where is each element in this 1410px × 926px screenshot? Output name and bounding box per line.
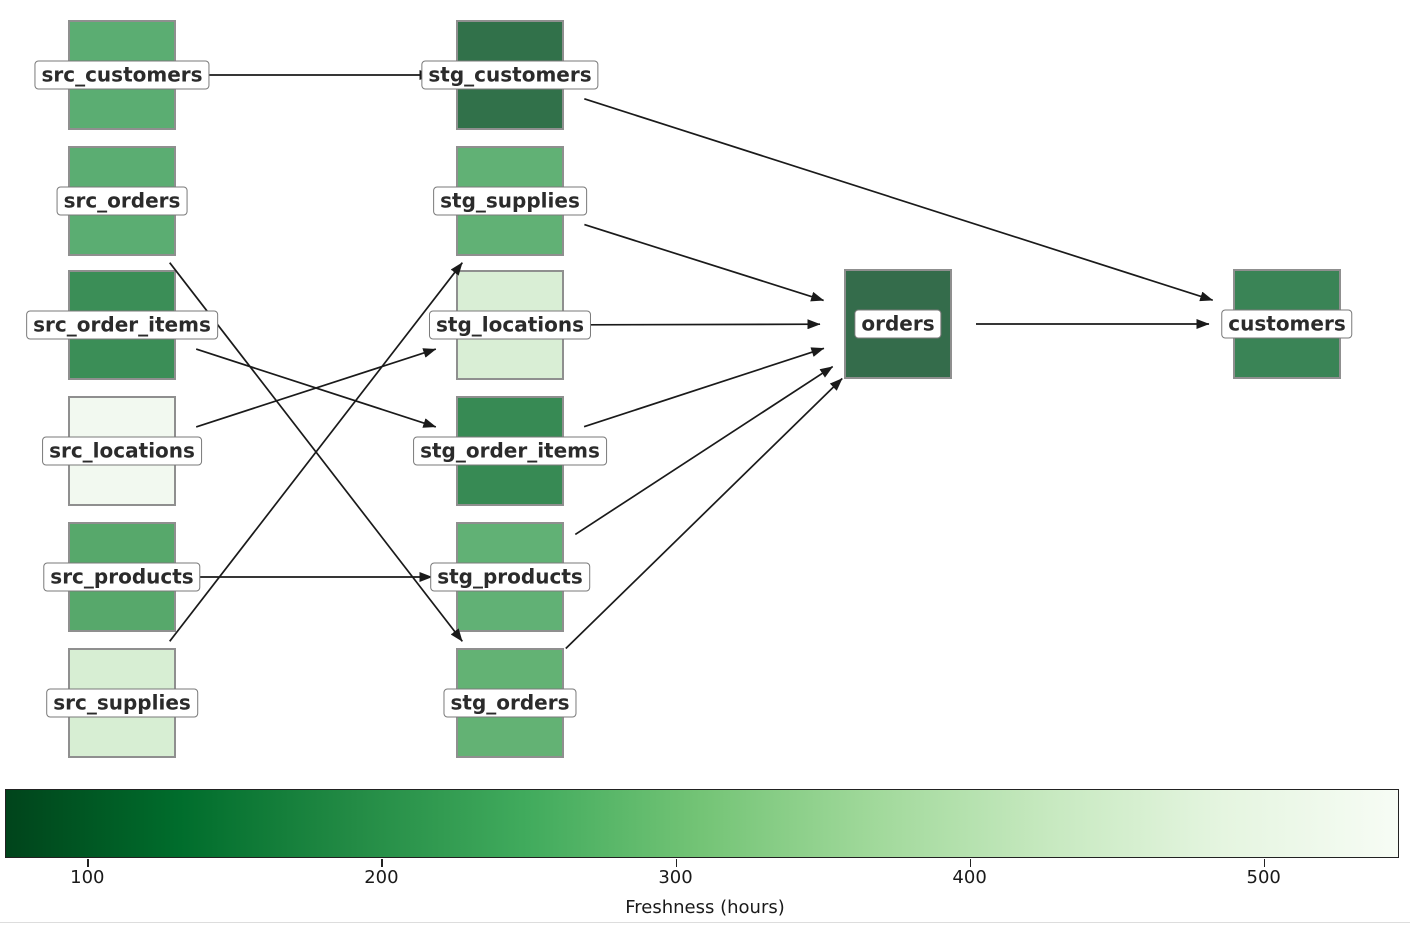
colorbar-tick-300 — [675, 859, 678, 867]
figure-bottom-divider — [0, 922, 1410, 923]
edge-stg_products-orders — [574, 365, 834, 536]
node-label-stg_customers: stg_customers — [421, 60, 599, 90]
node-label-src_customers: src_customers — [34, 60, 210, 90]
node-label-src_locations: src_locations — [42, 436, 202, 466]
node-label-stg_products: stg_products — [430, 562, 590, 592]
node-label-stg_supplies: stg_supplies — [433, 186, 587, 216]
edge-stg_customers-customers — [584, 97, 1214, 302]
node-label-src_orders: src_orders — [56, 186, 188, 216]
edge-stg_orders-orders — [565, 377, 843, 650]
edge-src_supplies-stg_supplies — [169, 262, 463, 642]
colorbar-gradient — [5, 789, 1399, 858]
edge-stg_locations-orders — [587, 319, 821, 330]
colorbar-tick-100 — [87, 859, 89, 867]
colorbar-axis-label: Freshness (hours) — [625, 897, 785, 918]
colorbar-tick-label-500: 500 — [1246, 867, 1281, 888]
colorbar-tick-400 — [969, 859, 972, 867]
edge-stg_supplies-orders — [584, 223, 825, 302]
node-label-customers: customers — [1221, 309, 1353, 339]
node-label-stg_orders: stg_orders — [443, 688, 577, 718]
node-label-src_products: src_products — [43, 562, 201, 592]
node-label-stg_locations: stg_locations — [428, 310, 592, 340]
colorbar-tick-label-100: 100 — [70, 867, 105, 888]
colorbar-tick-label-200: 200 — [364, 867, 399, 888]
node-label-src_supplies: src_supplies — [46, 688, 198, 718]
node-label-stg_order_items: stg_order_items — [413, 436, 607, 466]
colorbar-tick-200 — [381, 859, 383, 867]
colorbar-tick-500 — [1263, 859, 1266, 867]
node-label-src_order_items: src_order_items — [26, 310, 218, 340]
node-label-orders: orders — [854, 309, 942, 339]
edge-stg_order_items-orders — [583, 347, 825, 428]
colorbar-tick-label-300: 300 — [658, 867, 693, 888]
colorbar-tick-label-400: 400 — [952, 867, 987, 888]
edge-src_locations-stg_locations — [195, 348, 437, 428]
